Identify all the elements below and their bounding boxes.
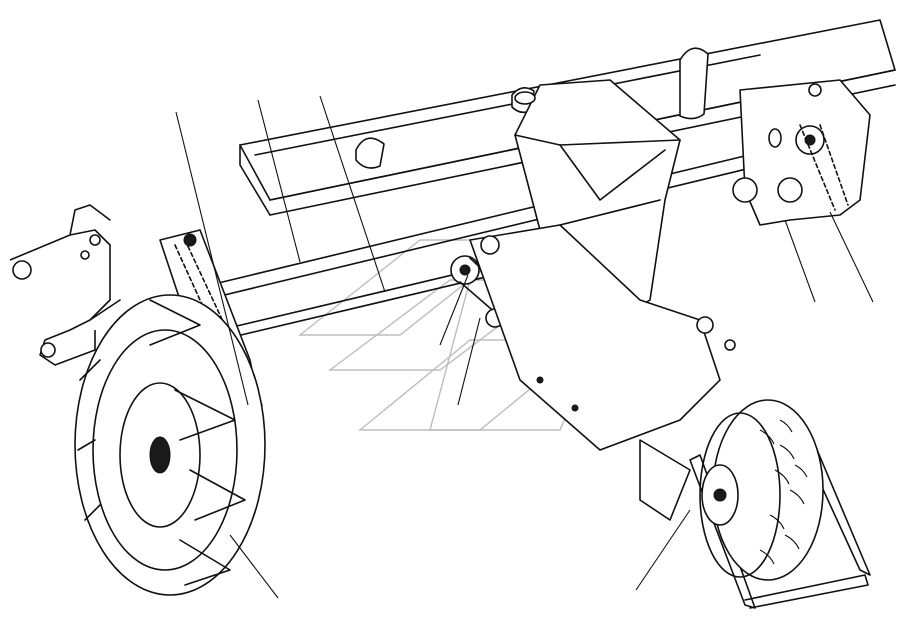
- leader-lines: [175, 95, 874, 599]
- ground-wheel-left: [74, 294, 266, 596]
- press-wheel: [699, 399, 824, 581]
- leader-line: [229, 534, 279, 599]
- leader-line: [635, 509, 691, 591]
- leader-line: [439, 274, 469, 346]
- leader-line: [457, 317, 481, 406]
- hitch-bracket: [9, 204, 111, 366]
- leader-line: [319, 95, 386, 293]
- leader-line: [784, 219, 816, 303]
- metering-frame: [469, 224, 736, 451]
- right-drive-bracket: [732, 79, 871, 226]
- leader-line: [257, 99, 301, 263]
- leader-line: [829, 211, 874, 303]
- leader-line: [175, 111, 249, 406]
